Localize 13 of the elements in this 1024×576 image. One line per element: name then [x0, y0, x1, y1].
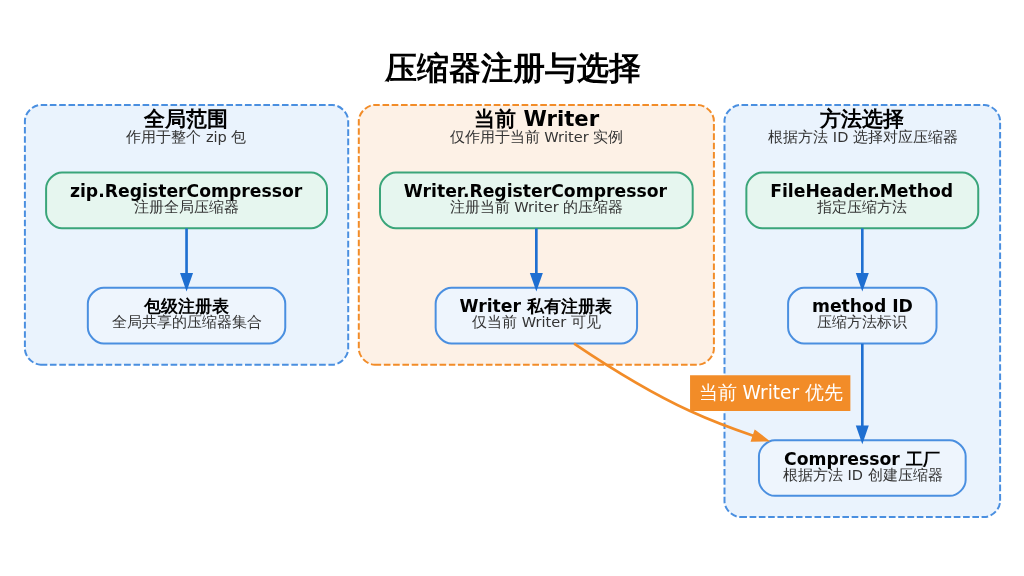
arrow [855, 343, 869, 444]
node-box: method ID 压缩方法标识 [786, 286, 937, 344]
arrow [529, 227, 543, 291]
node-box: 包级注册表 全局共享的压缩器集合 [86, 286, 286, 344]
arrow [179, 227, 193, 291]
node-box: FileHeader.Method 指定压缩方法 [744, 171, 979, 229]
node-box: zip.RegisterCompressor 注册全局压缩器 [44, 171, 328, 229]
diagram-title: 压缩器注册与选择 [384, 48, 641, 86]
node-box: Writer 私有注册表 仅当前 Writer 可见 [434, 286, 638, 344]
node-box: Compressor 工厂 根据方法 ID 创建压缩器 [757, 438, 967, 497]
node-box: Writer.RegisterCompressor 注册当前 Writer 的压缩器 [378, 171, 694, 229]
arrow [855, 227, 869, 291]
arrow [572, 342, 770, 442]
